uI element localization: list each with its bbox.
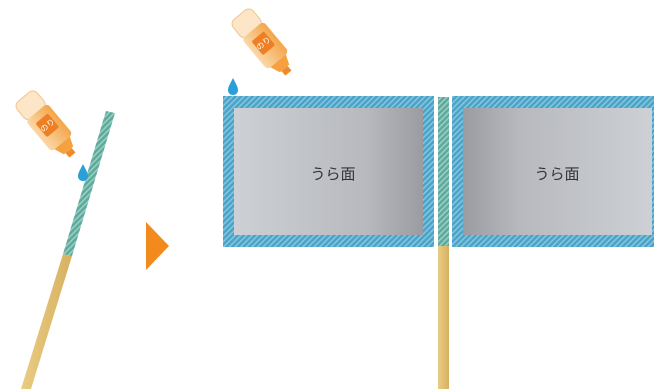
glue-drop-icon [228, 78, 238, 95]
panel-right-label: うら面 [534, 165, 579, 183]
stick-vertical [438, 97, 449, 389]
next-step-arrow-icon [146, 222, 169, 270]
glue-tube-icon: のり [13, 88, 83, 164]
panel-left: うら面 [223, 96, 434, 247]
panel-right: うら面 [452, 96, 654, 247]
glue-drop-icon [78, 164, 88, 181]
stick-wood [21, 254, 72, 389]
glue-tube-icon: のり [229, 6, 299, 82]
panel-left-label: うら面 [310, 165, 355, 183]
